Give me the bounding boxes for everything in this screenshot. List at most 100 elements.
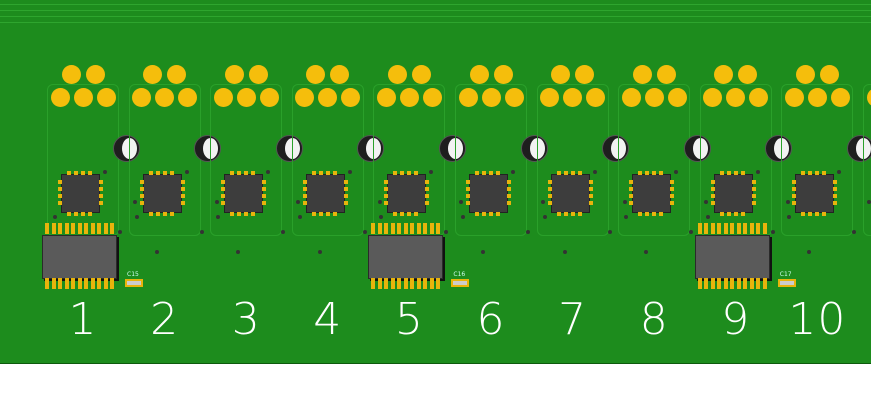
via (481, 250, 485, 254)
chip-pin (343, 187, 348, 191)
via (852, 230, 857, 234)
chip-pin (139, 180, 144, 184)
chip-pin (88, 212, 92, 216)
chip-pin (751, 194, 756, 198)
solder-pad (784, 87, 804, 107)
via (624, 215, 629, 219)
via (379, 215, 384, 219)
solder-pad (807, 87, 827, 107)
chip-pin (99, 201, 103, 205)
soic-pin (730, 278, 735, 289)
solder-pad (551, 64, 571, 84)
soic-pin (58, 278, 62, 289)
soic-pin (110, 223, 114, 234)
qfn-chip (139, 171, 185, 216)
soic-pin (77, 278, 82, 289)
channel-number: 6 (476, 294, 506, 345)
qfn-chip (547, 171, 593, 216)
chip-pin (180, 201, 185, 205)
solder-pad (703, 87, 723, 107)
chip-pin (81, 212, 85, 216)
qfn-chip (302, 171, 348, 216)
via (266, 170, 271, 174)
via (134, 215, 139, 219)
chip-pin (302, 187, 307, 191)
via (103, 170, 107, 174)
solder-pad (143, 64, 163, 84)
chip-pin (577, 212, 582, 216)
chip-pin (332, 171, 337, 175)
chip-pin (180, 187, 185, 191)
soic-pin (704, 223, 709, 234)
chip-pin (99, 194, 103, 198)
chip-pin (507, 187, 511, 191)
soic-pin (423, 223, 428, 234)
chip-pin (74, 171, 78, 175)
soic-pin (749, 223, 754, 234)
chip-pin (496, 212, 500, 216)
chip-pin (407, 171, 412, 175)
solder-pad (469, 64, 489, 84)
capacitor (125, 279, 143, 287)
soic-pin (717, 278, 722, 289)
chip-pin (588, 201, 593, 205)
soic-pin (390, 223, 395, 234)
chip-pin (384, 201, 389, 205)
chip-pin (99, 180, 103, 184)
led-hole (112, 135, 140, 162)
soic-pin (730, 223, 735, 234)
soic-pin (71, 223, 75, 234)
soic-pin (384, 278, 389, 289)
soic-pin (717, 223, 722, 234)
chip-pin (833, 201, 838, 205)
chip-pin (67, 212, 71, 216)
chip-pin (325, 171, 330, 175)
chip-pin (311, 171, 316, 175)
qfn-chip (384, 171, 430, 216)
trace (0, 10, 871, 11)
solder-pad (504, 87, 524, 107)
channel-number: 4 (313, 294, 343, 345)
solder-pad (132, 87, 152, 107)
chip-pin (466, 201, 470, 205)
chip-pin (629, 201, 634, 205)
chip-pin (659, 212, 664, 216)
chip-pin (230, 171, 235, 175)
chip-pin (822, 212, 827, 216)
led-hole (846, 135, 871, 162)
trace (0, 16, 871, 17)
chip-pin (719, 171, 724, 175)
soic-pin (103, 278, 108, 289)
chip-pin (629, 187, 634, 191)
chip-pin (332, 212, 337, 216)
soic-pin (45, 223, 49, 234)
chip-pin (670, 194, 675, 198)
via (296, 200, 301, 204)
soic-pin (723, 278, 728, 289)
chip-pin (139, 194, 144, 198)
via (317, 250, 322, 254)
trace (0, 22, 871, 23)
via (459, 200, 464, 204)
solder-pad (422, 87, 442, 107)
chip-pin (670, 201, 675, 205)
chip-pin (815, 212, 820, 216)
solder-pad (481, 87, 501, 107)
via (236, 250, 241, 254)
chip-pin (139, 187, 144, 191)
solder-pad (714, 64, 734, 84)
chip-pin (221, 180, 226, 184)
chip-pin (733, 171, 738, 175)
qfn-chip (58, 171, 103, 216)
soic-pin (77, 223, 82, 234)
solder-pad (819, 64, 839, 84)
soic-pin (410, 223, 415, 234)
via (214, 200, 219, 204)
solder-pad (73, 87, 93, 107)
soic-pin (90, 223, 95, 234)
chip-pin (244, 171, 249, 175)
solder-pad (167, 64, 187, 84)
chip-pin (311, 212, 316, 216)
chip-pin (710, 194, 715, 198)
chip-pin (414, 212, 419, 216)
